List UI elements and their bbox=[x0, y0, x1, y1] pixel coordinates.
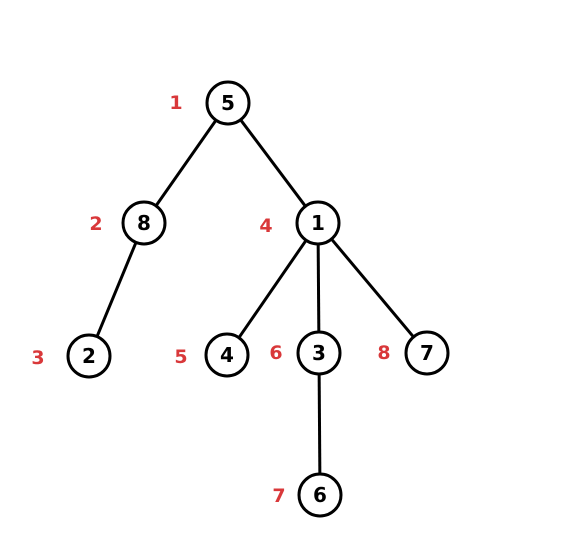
node-circle bbox=[66, 333, 112, 379]
edge-n1-n7 bbox=[330, 238, 415, 338]
node-circle bbox=[296, 330, 342, 376]
order-label-3: 3 bbox=[31, 347, 44, 369]
order-label-1: 1 bbox=[169, 92, 182, 114]
node-value: 4 bbox=[220, 343, 234, 367]
edge-n1-n3 bbox=[316, 243, 321, 333]
tree-node-7: 7 bbox=[404, 330, 450, 376]
order-label-8: 8 bbox=[377, 342, 390, 364]
edges-layer bbox=[95, 118, 415, 475]
node-value: 1 bbox=[311, 211, 325, 235]
nodes-layer: 5 8 2 1 4 3 6 7 bbox=[66, 80, 450, 518]
tree-node-6: 6 bbox=[297, 472, 343, 518]
node-value: 6 bbox=[313, 483, 327, 507]
tree-node-1: 1 bbox=[295, 200, 341, 246]
tree-node-2: 2 bbox=[66, 333, 112, 379]
node-value: 3 bbox=[312, 341, 326, 365]
edge-n8-n2 bbox=[95, 241, 138, 338]
tree-node-3: 3 bbox=[296, 330, 342, 376]
order-label-7: 7 bbox=[272, 485, 285, 507]
node-circle bbox=[121, 200, 167, 246]
tree-node-8: 8 bbox=[121, 200, 167, 246]
node-value: 7 bbox=[420, 341, 434, 365]
edge-n5-n1 bbox=[239, 118, 307, 208]
order-label-2: 2 bbox=[89, 213, 102, 235]
node-circle bbox=[205, 80, 251, 126]
edge-n5-n8 bbox=[154, 119, 218, 207]
tree-node-4: 4 bbox=[204, 332, 250, 378]
node-circle bbox=[404, 330, 450, 376]
node-circle bbox=[295, 200, 341, 246]
node-value: 5 bbox=[221, 91, 235, 115]
node-circle bbox=[204, 332, 250, 378]
edge-n3-n6 bbox=[317, 373, 322, 475]
order-labels-layer: 1 2 3 4 5 6 7 8 bbox=[31, 92, 390, 507]
node-value: 2 bbox=[82, 344, 96, 368]
node-value: 8 bbox=[137, 211, 151, 235]
order-label-6: 6 bbox=[269, 342, 282, 364]
edge-n1-n4 bbox=[237, 239, 308, 339]
order-label-5: 5 bbox=[174, 346, 187, 368]
order-label-4: 4 bbox=[259, 215, 272, 237]
tree-node-5: 5 bbox=[205, 80, 251, 126]
node-circle bbox=[297, 472, 343, 518]
